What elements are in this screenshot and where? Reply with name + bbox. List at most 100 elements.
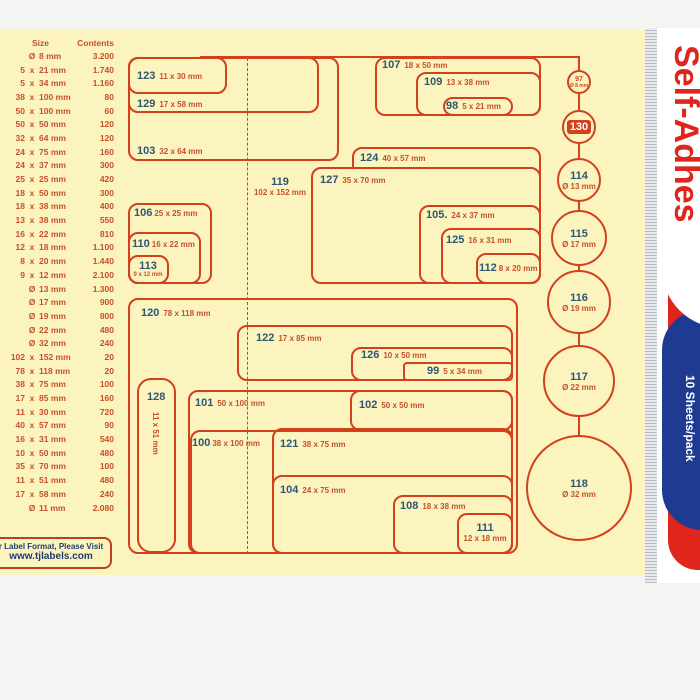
size-h: 118 mm bbox=[39, 365, 71, 376]
size-w: 35 bbox=[15, 461, 25, 472]
size-sep: x bbox=[29, 132, 35, 143]
size-w: 38 bbox=[15, 379, 25, 390]
size-w: 11 bbox=[16, 475, 25, 486]
brand-text: Self-Adhes bbox=[667, 45, 700, 223]
contents: 240 bbox=[99, 338, 114, 349]
size-h: 85 mm bbox=[39, 393, 66, 404]
contents: 900 bbox=[99, 297, 114, 308]
size-sep: Ø bbox=[28, 502, 36, 513]
label-98 bbox=[443, 97, 513, 116]
size-w: 17 bbox=[15, 488, 25, 499]
size-w: 11 bbox=[16, 406, 25, 417]
website-link[interactable]: www.tjlabels.com bbox=[9, 551, 93, 562]
size-w: 50 bbox=[15, 105, 25, 116]
contents: 480 bbox=[99, 324, 114, 335]
size-w: 9 bbox=[20, 269, 25, 280]
contents: 20 bbox=[104, 365, 114, 376]
size-w: 38 bbox=[15, 91, 25, 102]
size-w: 18 bbox=[15, 187, 25, 198]
blue-swoosh bbox=[662, 310, 700, 530]
contents: 300 bbox=[99, 160, 114, 171]
size-w: 25 bbox=[15, 174, 25, 185]
contents: 20 bbox=[104, 351, 114, 362]
contents: 2.080 bbox=[92, 502, 114, 513]
size-sep: Ø bbox=[28, 297, 36, 308]
size-h: 50 mm bbox=[39, 119, 66, 130]
contents: 1.440 bbox=[92, 256, 114, 267]
sheet-count: 10 Sheets/pack bbox=[683, 375, 697, 462]
size-h: 100 mm bbox=[39, 105, 71, 116]
size-h: 64 mm bbox=[39, 132, 66, 143]
size-h: 37 mm bbox=[39, 160, 66, 171]
size-w: 102 bbox=[10, 351, 25, 362]
size-sep: Ø bbox=[28, 310, 36, 321]
size-sep: x bbox=[29, 78, 35, 89]
size-sep: x bbox=[29, 447, 35, 458]
size-h: 58 mm bbox=[39, 488, 66, 499]
size-h: 22 mm bbox=[39, 324, 66, 335]
size-h: 12 mm bbox=[39, 269, 66, 280]
size-h: 57 mm bbox=[39, 420, 66, 431]
size-h: 75 mm bbox=[39, 146, 66, 157]
size-h: 18 mm bbox=[39, 242, 66, 253]
contents: 300 bbox=[99, 187, 114, 198]
size-w: 24 bbox=[15, 146, 25, 157]
contents: 120 bbox=[99, 119, 114, 130]
size-h: 11 mm bbox=[39, 502, 66, 513]
size-sep: x bbox=[29, 420, 35, 431]
contents: 1.740 bbox=[92, 64, 114, 75]
size-w: 50 bbox=[15, 119, 25, 130]
label-119-dashed-edge bbox=[247, 58, 248, 554]
size-sep: x bbox=[29, 160, 35, 171]
contents: 1.100 bbox=[92, 242, 114, 253]
size-sep: x bbox=[29, 461, 35, 472]
label-113 bbox=[128, 255, 169, 284]
size-sep: x bbox=[29, 215, 35, 226]
plastic-edge bbox=[645, 28, 657, 583]
size-w: 32 bbox=[15, 132, 25, 143]
size-h: 51 mm bbox=[39, 475, 66, 486]
size-h: 34 mm bbox=[39, 78, 66, 89]
size-h: 20 mm bbox=[39, 256, 66, 267]
size-h: 31 mm bbox=[39, 434, 66, 445]
size-w: 78 bbox=[15, 365, 25, 376]
size-h: 100 mm bbox=[39, 91, 71, 102]
size-h: 50 mm bbox=[39, 447, 66, 458]
size-h: 8 mm bbox=[39, 50, 62, 61]
size-sep: Ø bbox=[28, 50, 36, 61]
size-w: 16 bbox=[15, 228, 25, 239]
